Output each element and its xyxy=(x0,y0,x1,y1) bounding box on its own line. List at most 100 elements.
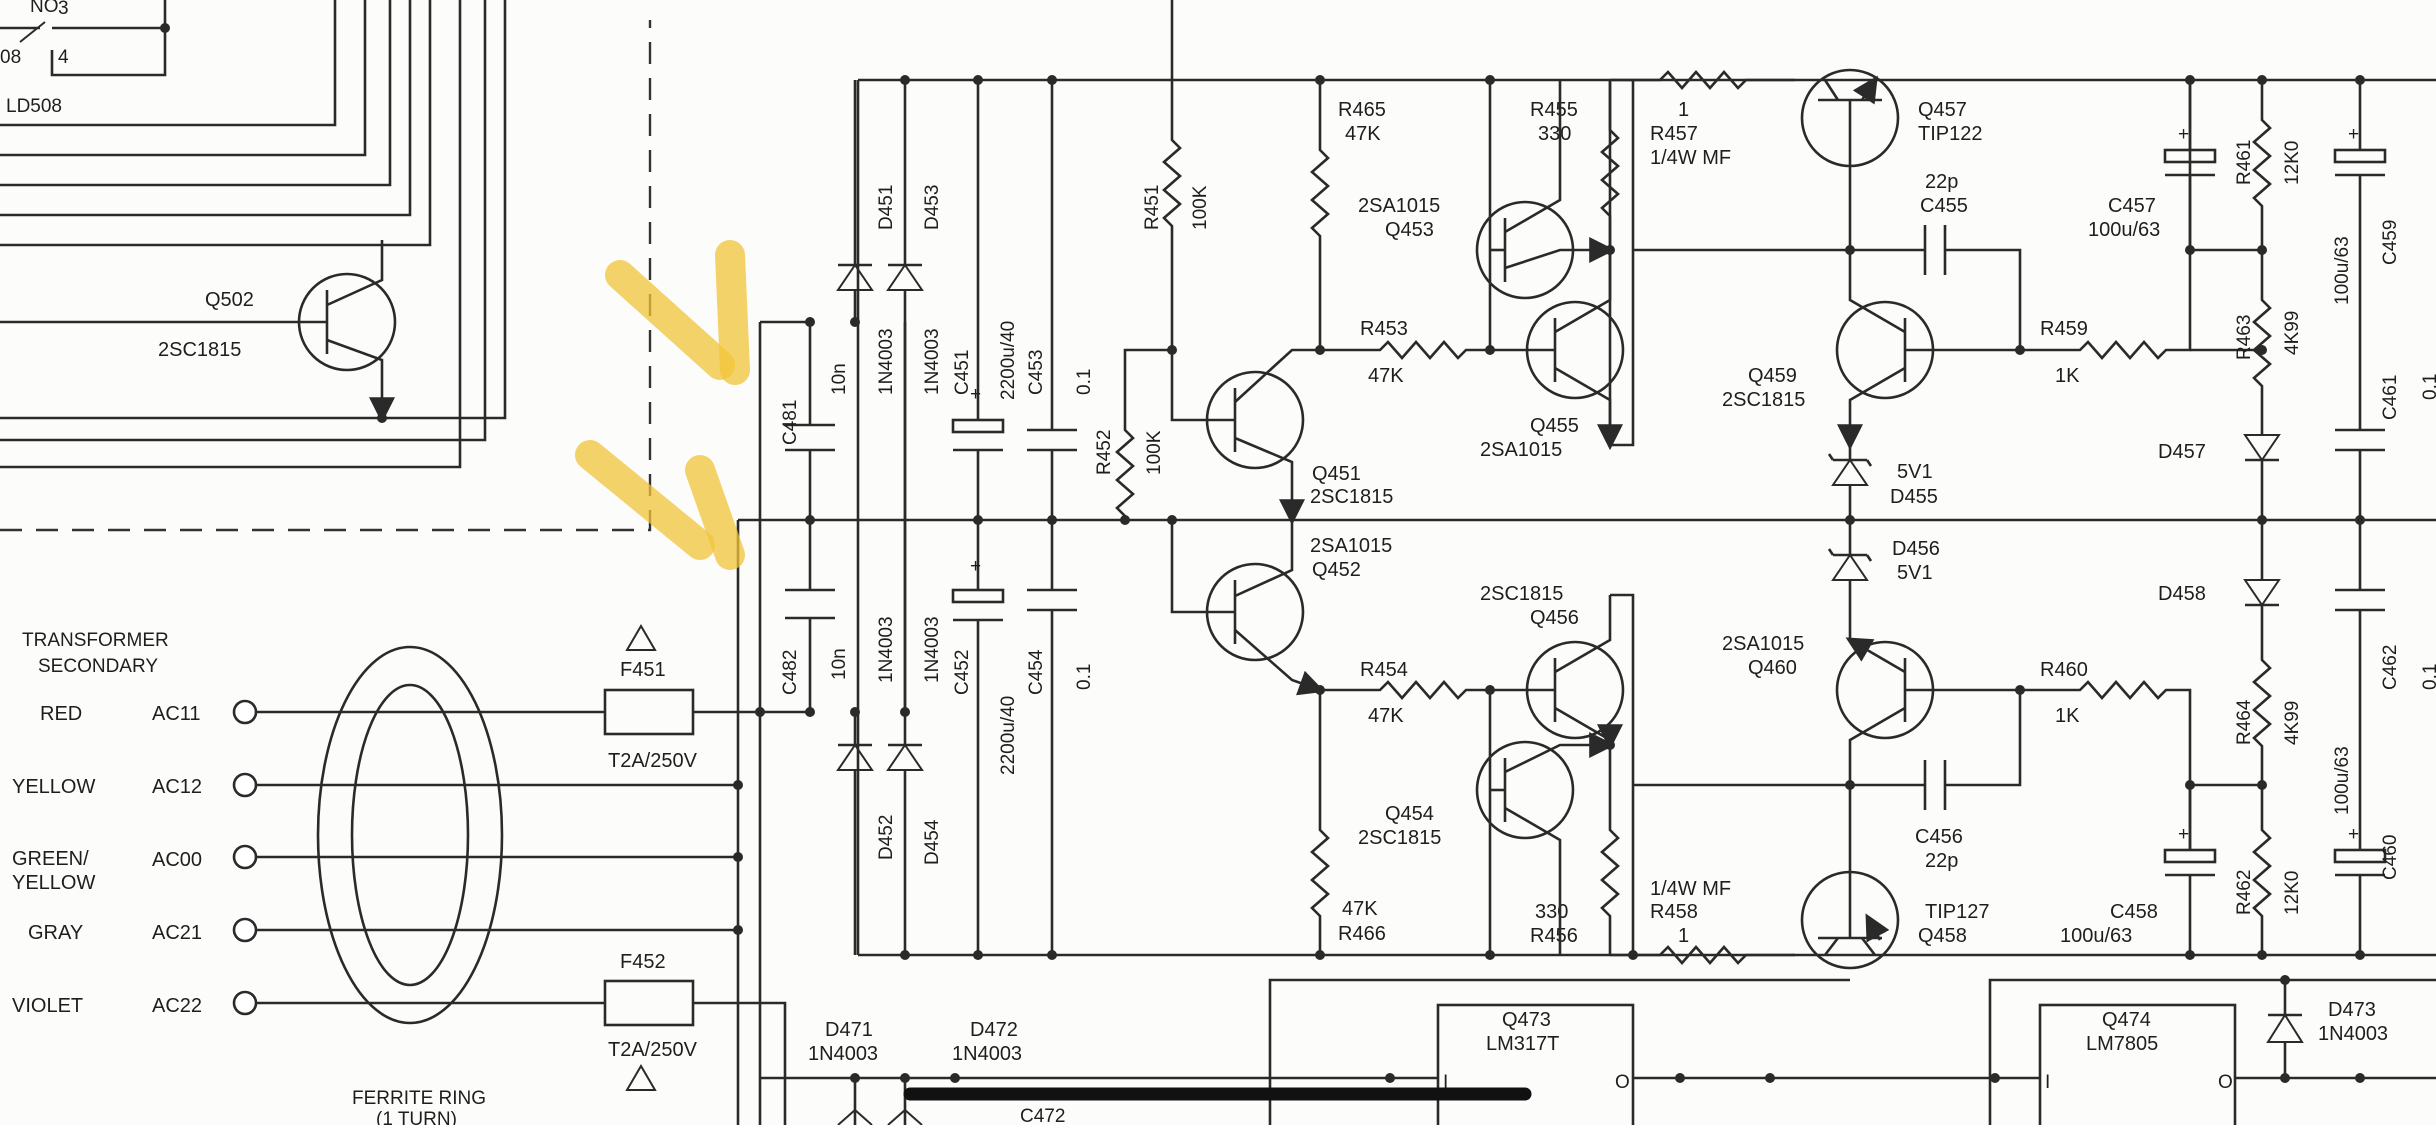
q459-label: Q459 xyxy=(1748,365,1797,387)
c455-value: 22p xyxy=(1925,171,1958,193)
secondary-label: SECONDARY xyxy=(38,656,158,677)
f452-label: F452 xyxy=(620,951,666,973)
c453-label: C453 xyxy=(1026,350,1047,395)
f452-rating: T2A/250V xyxy=(608,1039,698,1061)
c454-label: C454 xyxy=(1026,649,1047,695)
d454-label: D454 xyxy=(922,819,943,865)
r460-label: R460 xyxy=(2040,659,2088,681)
transformer-label: TRANSFORMER xyxy=(22,630,169,651)
d451-type: 1N4003 xyxy=(876,328,897,395)
wire-red-terminal: AC11 xyxy=(152,703,201,725)
c452-plus: + xyxy=(970,556,981,577)
c482-value: 10n xyxy=(829,648,850,680)
regulator-section: Q473 LM317T I O Q474 LM7805 I O D473 1N4… xyxy=(760,975,2436,1125)
ferrite-label: FERRITE RING xyxy=(352,1088,486,1109)
no-label: NO xyxy=(30,0,59,17)
q451-type: 2SC1815 xyxy=(1310,486,1393,508)
q502-label: Q502 xyxy=(205,289,254,311)
d451-label: D451 xyxy=(876,185,897,230)
c462-value-edge: 0.1 xyxy=(2420,664,2436,690)
r463-label: R463 xyxy=(2234,315,2255,360)
d471-type: 1N4003 xyxy=(808,1043,878,1065)
d452-label: D452 xyxy=(876,815,897,860)
q456-label: Q456 xyxy=(1530,607,1579,629)
q452-type: 2SA1015 xyxy=(1310,535,1392,557)
q502-type-label: 2SC1815 xyxy=(158,339,241,361)
c458-plus: + xyxy=(2178,824,2189,845)
f451-label: F451 xyxy=(620,659,666,681)
r458-type: 1/4W MF xyxy=(1650,878,1731,900)
r454-value: 47K xyxy=(1368,705,1404,727)
ferrite-turn-label: (1 TURN) xyxy=(376,1109,457,1125)
q455-label: Q455 xyxy=(1530,415,1579,437)
r458-label: R458 xyxy=(1650,901,1698,923)
c460-label: C460 xyxy=(2380,835,2401,880)
wire-violet-color: VIOLET xyxy=(12,995,83,1017)
transformer-section: TRANSFORMER SECONDARY FERRITE RING (1 TU… xyxy=(12,322,787,1125)
wire-green-terminal: AC00 xyxy=(152,849,202,871)
c456-label: C456 xyxy=(1915,826,1963,848)
c453-value: 0.1 xyxy=(1074,369,1095,395)
c458-value: 100u/63 xyxy=(2060,925,2132,947)
q474-type: LM7805 xyxy=(2086,1033,2158,1055)
c481-value: 10n xyxy=(829,363,850,395)
c457-plus: + xyxy=(2178,124,2189,145)
r461-label: R461 xyxy=(2234,140,2255,185)
d473-label: D473 xyxy=(2328,999,2376,1021)
r453-label: R453 xyxy=(1360,318,1408,340)
c460-value: 100u/63 xyxy=(2332,746,2353,815)
f451-rating: T2A/250V xyxy=(608,750,698,772)
wire-violet-terminal: AC22 xyxy=(152,995,202,1017)
c461-value-edge: 0.1 xyxy=(2420,374,2436,400)
pin4-label: 4 xyxy=(58,47,69,68)
r458-value: 1 xyxy=(1678,925,1689,947)
c462-label: C462 xyxy=(2380,645,2401,690)
d472-type: 1N4003 xyxy=(952,1043,1022,1065)
r460-value: 1K xyxy=(2055,705,2080,727)
wire-yellow-color: YELLOW xyxy=(12,776,95,798)
d454-type: 1N4003 xyxy=(922,616,943,683)
q458-type: TIP127 xyxy=(1925,901,1989,923)
c482-label: C482 xyxy=(780,650,801,695)
r465-label: R465 xyxy=(1338,99,1386,121)
c459-value: 100u/63 xyxy=(2332,236,2353,305)
wire-red-color: RED xyxy=(40,703,82,725)
wire-yellow-terminal: AC12 xyxy=(152,776,202,798)
q454-type: 2SC1815 xyxy=(1358,827,1441,849)
q473-pin-o: O xyxy=(1615,1072,1630,1093)
c459-label: C459 xyxy=(2380,220,2401,265)
d456-label: D456 xyxy=(1892,538,1940,560)
rectifier-section: C481 10n C482 10n D451 D453 1N4003 1N400… xyxy=(760,75,1095,960)
c452-label: C452 xyxy=(952,650,973,695)
r462-value: 12K0 xyxy=(2282,871,2303,915)
q473-label: Q473 xyxy=(1502,1009,1551,1031)
c451-value: 2200u/40 xyxy=(998,321,1019,400)
q460-label: Q460 xyxy=(1748,657,1797,679)
driver-stage: R451 100K R452 100K Q451 2SC1815 2SA1015… xyxy=(1094,70,1795,965)
r466-label: R466 xyxy=(1338,923,1386,945)
r462-label: R462 xyxy=(2234,870,2255,915)
c451-plus: + xyxy=(970,384,981,405)
wire-gray-terminal: AC21 xyxy=(152,922,202,944)
c460-plus: + xyxy=(2348,824,2359,845)
d471-label: D471 xyxy=(825,1019,873,1041)
r457-label: R457 xyxy=(1650,123,1698,145)
d453-label: D453 xyxy=(922,185,943,230)
highlight-arrows xyxy=(575,240,750,570)
d453-type: 1N4003 xyxy=(922,328,943,395)
q474-pin-o: O xyxy=(2218,1072,2233,1093)
r456-value: 330 xyxy=(1535,901,1568,923)
c456-value: 22p xyxy=(1925,850,1958,872)
d452-type: 1N4003 xyxy=(876,616,897,683)
r464-label: R464 xyxy=(2234,699,2255,745)
q454-label: Q454 xyxy=(1385,803,1434,825)
q460-type: 2SA1015 xyxy=(1722,633,1804,655)
r459-label: R459 xyxy=(2040,318,2088,340)
r452-value: 100K xyxy=(1144,430,1165,475)
c454-value: 0.1 xyxy=(1074,664,1095,690)
r466-value: 47K xyxy=(1342,898,1378,920)
c461-label: C461 xyxy=(2380,375,2401,420)
board-boundary xyxy=(0,20,652,532)
c458-label: C458 xyxy=(2110,901,2158,923)
c481-label: C481 xyxy=(780,400,801,445)
